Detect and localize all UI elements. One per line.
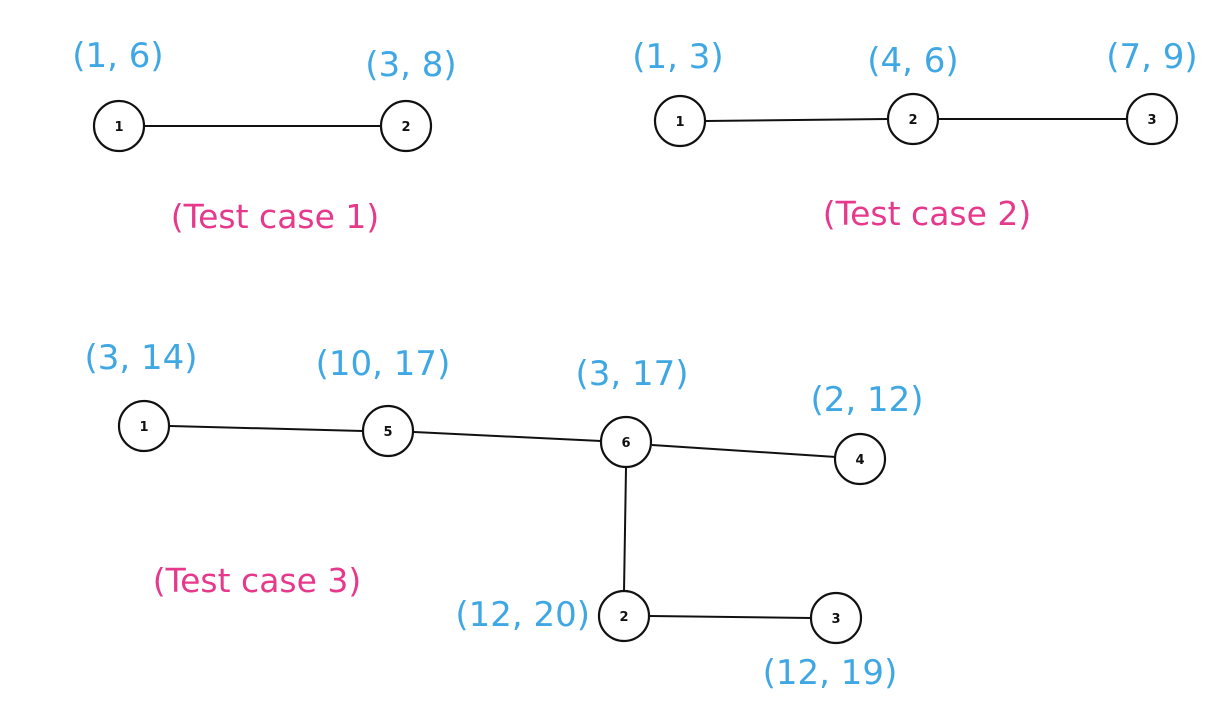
node-4: 4 bbox=[833, 432, 887, 486]
edge-6-2 bbox=[623, 467, 627, 593]
caption-test-case-2: (Test case 2) bbox=[823, 194, 1032, 233]
node-id: 5 bbox=[383, 425, 392, 440]
node-circle bbox=[809, 591, 863, 645]
node-3: 3 bbox=[1125, 92, 1179, 146]
node-6-value: (3, 17) bbox=[575, 354, 688, 394]
node-1: 1 bbox=[117, 399, 171, 453]
node-2-value: (4, 6) bbox=[867, 41, 958, 81]
node-circle bbox=[117, 399, 171, 453]
node-id: 3 bbox=[1147, 113, 1156, 128]
node-id: 1 bbox=[114, 120, 123, 135]
node-1-value: (1, 3) bbox=[632, 37, 723, 77]
node-4-value: (2, 12) bbox=[810, 380, 923, 420]
node-2-value: (3, 8) bbox=[365, 45, 456, 85]
node-3-value: (12, 19) bbox=[763, 653, 898, 693]
node-circle bbox=[597, 589, 651, 643]
node-id: 1 bbox=[675, 115, 684, 130]
node-1: 1 bbox=[92, 99, 146, 153]
test-case-2: 1 2 3 (1, 3) (4, 6) (7, 9) (Test case 2) bbox=[632, 37, 1197, 233]
caption-test-case-3: (Test case 3) bbox=[153, 561, 362, 600]
node-id: 2 bbox=[401, 120, 410, 135]
node-1-value: (3, 14) bbox=[84, 338, 197, 378]
node-2: 2 bbox=[886, 92, 940, 146]
node-1-value: (1, 6) bbox=[72, 36, 163, 76]
node-3-value: (7, 9) bbox=[1106, 37, 1197, 77]
node-id: 3 bbox=[831, 612, 840, 627]
node-circle bbox=[1125, 92, 1179, 146]
node-circle bbox=[886, 92, 940, 146]
node-1: 1 bbox=[653, 94, 707, 148]
node-5: 5 bbox=[361, 404, 415, 458]
node-id: 4 bbox=[855, 453, 864, 468]
edge-6-4 bbox=[651, 444, 837, 458]
node-2-value: (12, 20) bbox=[455, 595, 590, 635]
node-5-value: (10, 17) bbox=[316, 344, 451, 384]
node-circle bbox=[379, 99, 433, 153]
test-case-3: 1 5 6 4 2 3 (3, 14) (10, 17) (3, 17) (2,… bbox=[84, 338, 923, 693]
node-id: 2 bbox=[619, 610, 628, 625]
node-circle bbox=[599, 415, 653, 469]
caption-test-case-1: (Test case 1) bbox=[171, 197, 380, 236]
edge-2-3 bbox=[649, 615, 812, 619]
node-id: 1 bbox=[139, 420, 148, 435]
node-id: 2 bbox=[908, 113, 917, 128]
edge-5-6 bbox=[413, 431, 602, 442]
node-circle bbox=[361, 404, 415, 458]
node-3: 3 bbox=[809, 591, 863, 645]
test-case-1: 1 2 (1, 6) (3, 8) (Test case 1) bbox=[72, 36, 456, 236]
node-2: 2 bbox=[597, 589, 651, 643]
edge-1-5 bbox=[169, 425, 364, 432]
edge-1-2 bbox=[704, 118, 889, 122]
node-circle bbox=[653, 94, 707, 148]
node-2: 2 bbox=[379, 99, 433, 153]
node-circle bbox=[833, 432, 887, 486]
node-circle bbox=[92, 99, 146, 153]
node-6: 6 bbox=[599, 415, 653, 469]
node-id: 6 bbox=[621, 436, 630, 451]
